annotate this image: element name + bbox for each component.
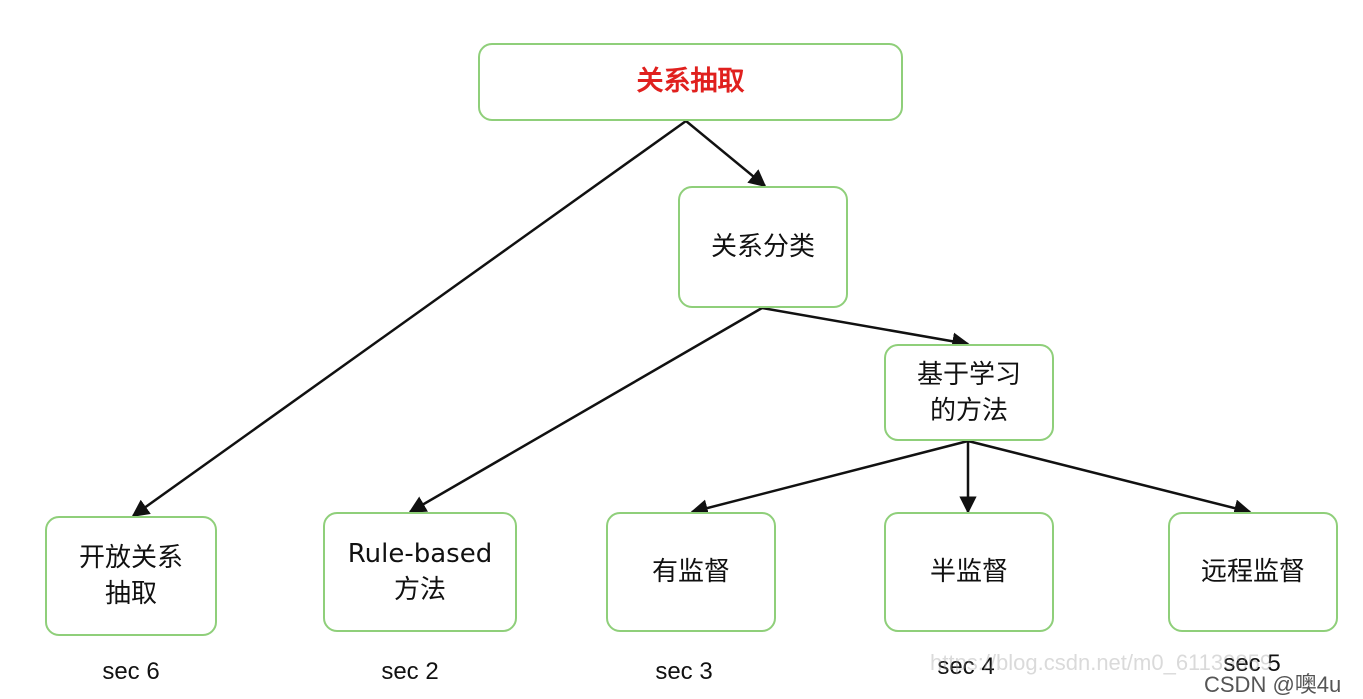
node-rule-line-1: Rule-based [347, 539, 493, 569]
node-rule-based-methods: Rule-based 方法 [323, 512, 517, 632]
node-supervised-label: 有监督 [651, 557, 730, 587]
node-relation-classification-label: 关系分类 [710, 232, 815, 262]
edge-root-to-classification [685, 120, 767, 188]
node-rule-line-2: 方法 [393, 575, 446, 605]
node-open-line-1: 开放关系 [78, 543, 183, 573]
node-semi-supervised: 半监督 [884, 512, 1054, 632]
root-node-label: 关系抽取 [636, 66, 745, 97]
section-label-supervised: sec 3 [655, 658, 713, 685]
node-open-relation-extraction: 开放关系 抽取 [45, 516, 217, 636]
edge-classification-to-rule-based [408, 306, 763, 514]
node-learning-based-methods: 基于学习 的方法 [884, 344, 1054, 441]
node-relation-classification: 关系分类 [678, 186, 848, 308]
root-node-relation-extraction: 关系抽取 [478, 43, 903, 121]
node-semi-supervised-label: 半监督 [929, 557, 1008, 587]
section-label-open: sec 6 [102, 658, 160, 685]
node-open-line-2: 抽取 [104, 579, 157, 609]
node-distant-supervision-label: 远程监督 [1200, 557, 1305, 587]
edge-classification-to-learning [761, 306, 970, 350]
node-learning-line-1: 基于学习 [916, 359, 1021, 390]
section-label-rule: sec 2 [381, 658, 439, 685]
url-watermark: https://blog.csdn.net/m0_61139859 [930, 650, 1273, 675]
section-label-distant: sec 5 [1223, 650, 1281, 677]
node-distant-supervision: 远程监督 [1168, 512, 1338, 632]
csdn-brand-watermark: CSDN @噢4u [1204, 672, 1342, 697]
edge-root-to-open-extraction [131, 119, 687, 518]
section-label-semi: sec 4 [937, 653, 995, 680]
edge-learning-to-distant-supervision [967, 439, 1252, 517]
node-supervised: 有监督 [606, 512, 776, 632]
edge-learning-to-supervised [690, 439, 969, 517]
node-learning-line-2: 的方法 [929, 395, 1008, 426]
